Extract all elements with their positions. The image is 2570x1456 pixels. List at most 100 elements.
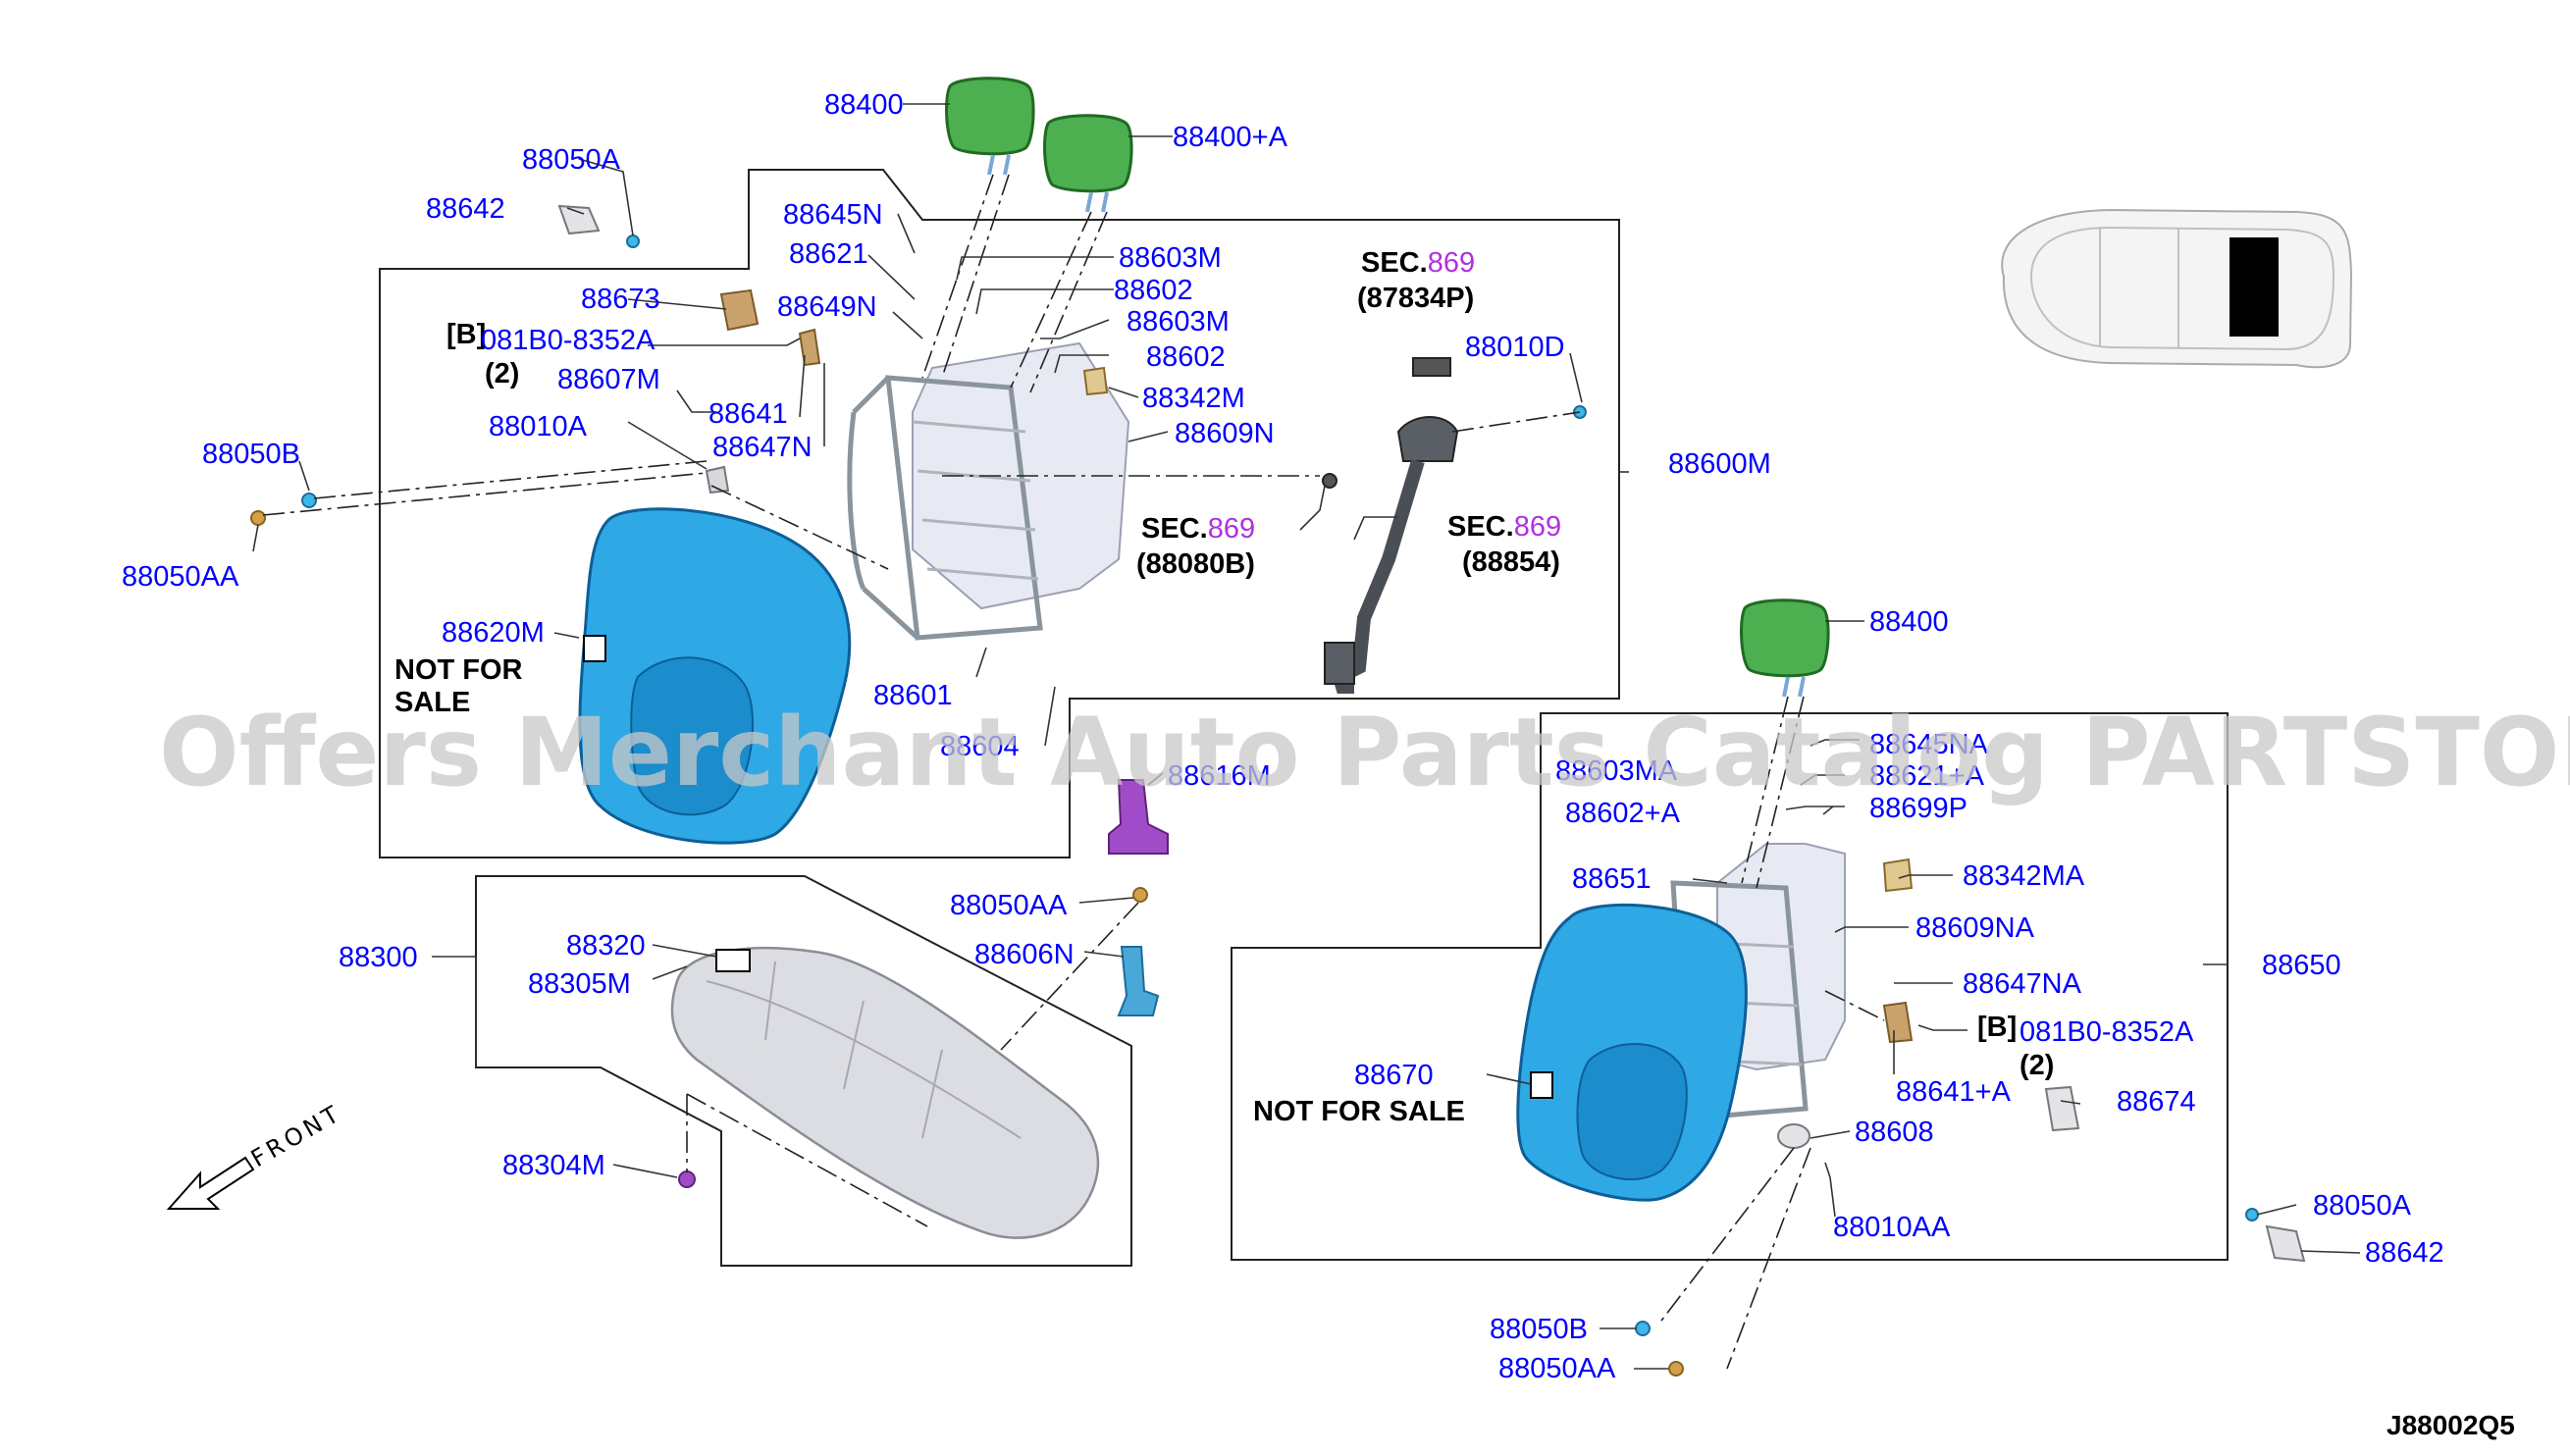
headrest-88400-right bbox=[1740, 598, 1830, 698]
label-88305M[interactable]: 88305M bbox=[528, 968, 631, 1000]
bolt-88050AA-left bbox=[250, 510, 266, 526]
qty-right: (2) bbox=[2019, 1050, 2054, 1081]
label-88300[interactable]: 88300 bbox=[339, 942, 418, 973]
label-88601[interactable]: 88601 bbox=[873, 680, 953, 711]
label-88604[interactable]: 88604 bbox=[940, 731, 1020, 762]
not-for-sale-line1: NOT FOR bbox=[394, 654, 523, 686]
not-for-sale-right: NOT FOR SALE bbox=[1253, 1096, 1465, 1127]
label-88602-1[interactable]: 88602 bbox=[1114, 275, 1193, 306]
bolt-88304M bbox=[678, 1170, 696, 1188]
label-88645NA[interactable]: 88645NA bbox=[1869, 729, 1989, 760]
sec-88854-prefix: SEC.869 bbox=[1447, 511, 1561, 543]
label-88010A[interactable]: 88010A bbox=[489, 411, 588, 442]
bolt-88050A-top bbox=[626, 234, 640, 248]
label-88320[interactable]: 88320 bbox=[566, 930, 646, 962]
anchor-88080B bbox=[1322, 473, 1337, 489]
label-88010D[interactable]: 88010D bbox=[1465, 332, 1565, 363]
sec-87834P-code[interactable]: (87834P) bbox=[1357, 283, 1474, 314]
seatback-cushion-88670 bbox=[1516, 903, 1748, 1202]
bolt-88050B-left bbox=[301, 493, 317, 508]
label-88050AA-left[interactable]: 88050AA bbox=[122, 561, 239, 593]
label-88050A-top[interactable]: 88050A bbox=[522, 144, 621, 176]
front-label: FRONT bbox=[246, 1099, 346, 1172]
assembly-lines bbox=[262, 174, 1885, 1370]
leader-lines bbox=[252, 103, 2361, 1370]
label-88641A[interactable]: 88641+A bbox=[1896, 1076, 2012, 1108]
label-88010AA[interactable]: 88010AA bbox=[1833, 1212, 1951, 1243]
label-88602A[interactable]: 88602+A bbox=[1565, 798, 1681, 829]
part-88608 bbox=[1777, 1123, 1810, 1149]
label-88642-top[interactable]: 88642 bbox=[426, 193, 505, 225]
label-88606N[interactable]: 88606N bbox=[974, 939, 1075, 970]
seat-cushion-88300 bbox=[670, 947, 1100, 1239]
label-88603MA[interactable]: 88603MA bbox=[1555, 755, 1678, 787]
label-081B0-right[interactable]: 081B0-8352A bbox=[2019, 1016, 2194, 1048]
bolt-88642-right bbox=[2265, 1224, 2306, 1263]
label-88400-right[interactable]: 88400 bbox=[1869, 606, 1949, 638]
label-88650[interactable]: 88650 bbox=[2262, 950, 2341, 981]
frame-seatback-left bbox=[379, 169, 1620, 858]
bolt-88050A-right bbox=[2245, 1208, 2259, 1222]
label-88050B-left[interactable]: 88050B bbox=[202, 439, 300, 470]
bracket-88641A bbox=[1882, 1001, 1914, 1044]
bracket-88342M bbox=[1082, 366, 1109, 396]
label-88642-right[interactable]: 88642 bbox=[2365, 1237, 2444, 1269]
bracket-88606N bbox=[1117, 946, 1160, 1016]
bolt-88050B-bottom bbox=[1635, 1321, 1651, 1336]
not-for-sale-line2: SALE bbox=[394, 687, 470, 718]
label-88609N[interactable]: 88609N bbox=[1175, 418, 1275, 449]
label-88620M[interactable]: 88620M bbox=[442, 617, 545, 649]
label-88607M[interactable]: 88607M bbox=[557, 364, 660, 395]
label-88670[interactable]: 88670 bbox=[1354, 1060, 1434, 1091]
bolt-88642-top bbox=[557, 204, 601, 235]
label-88602-2[interactable]: 88602 bbox=[1146, 341, 1226, 373]
label-88050AA-bottom[interactable]: 88050AA bbox=[1498, 1353, 1616, 1384]
seatbelt-assembly bbox=[1324, 357, 1459, 694]
car-seat-location-marker bbox=[2229, 237, 2279, 337]
label-88608[interactable]: 88608 bbox=[1855, 1117, 1934, 1148]
label-88647N[interactable]: 88647N bbox=[712, 432, 813, 463]
front-arrow: FRONT bbox=[166, 1099, 346, 1210]
label-081B0-left[interactable]: 081B0-8352A bbox=[481, 325, 656, 356]
label-88674[interactable]: 88674 bbox=[2117, 1086, 2196, 1118]
label-88621A[interactable]: 88621+A bbox=[1869, 760, 1985, 792]
label-88645N[interactable]: 88645N bbox=[783, 199, 883, 231]
label-88641[interactable]: 88641 bbox=[708, 398, 788, 430]
label-88050B-bottom[interactable]: 88050B bbox=[1490, 1314, 1588, 1345]
seatback-cushion-88620M bbox=[578, 507, 852, 845]
label-88699P[interactable]: 88699P bbox=[1869, 793, 1967, 824]
seatback-frame-88601 bbox=[847, 375, 1043, 641]
hinge-88674 bbox=[2044, 1085, 2080, 1132]
sec-87834P-prefix: SEC.869 bbox=[1361, 247, 1475, 279]
headrest-88400A bbox=[1043, 114, 1133, 213]
sec-88080B-prefix: SEC.869 bbox=[1141, 513, 1255, 545]
bracket-88342MA bbox=[1882, 858, 1914, 893]
label-88647NA[interactable]: 88647NA bbox=[1963, 968, 2082, 1000]
label-88649N[interactable]: 88649N bbox=[777, 291, 877, 323]
label-88603M-2[interactable]: 88603M bbox=[1127, 306, 1230, 338]
sec-88080B-code[interactable]: (88080B) bbox=[1136, 548, 1255, 580]
bracket-88641 bbox=[798, 328, 821, 367]
label-88616M[interactable]: 88616M bbox=[1168, 760, 1271, 792]
label-88342M[interactable]: 88342M bbox=[1142, 383, 1245, 414]
watermark: Offers Merchant Auto Parts Catalog PARTS… bbox=[159, 698, 2570, 807]
label-88050A-right[interactable]: 88050A bbox=[2313, 1190, 2412, 1222]
b-tag-left: [B] bbox=[446, 319, 486, 350]
headrest-88400 bbox=[945, 77, 1035, 176]
label-88400[interactable]: 88400 bbox=[824, 89, 904, 121]
label-88342MA[interactable]: 88342MA bbox=[1963, 860, 2085, 892]
label-88673[interactable]: 88673 bbox=[581, 284, 660, 315]
label-88050AA-mid[interactable]: 88050AA bbox=[950, 890, 1068, 921]
label-88600M[interactable]: 88600M bbox=[1668, 448, 1771, 480]
car-location-icon bbox=[2001, 208, 2353, 369]
bolt-88050AA-mid bbox=[1132, 887, 1148, 903]
label-88621[interactable]: 88621 bbox=[789, 238, 868, 270]
label-88651[interactable]: 88651 bbox=[1572, 863, 1652, 895]
sec-88854-code[interactable]: (88854) bbox=[1462, 546, 1560, 578]
label-88400A[interactable]: 88400+A bbox=[1173, 122, 1288, 153]
label-88609NA[interactable]: 88609NA bbox=[1915, 912, 2035, 944]
bracket-88616M bbox=[1108, 779, 1169, 855]
label-88603M-1[interactable]: 88603M bbox=[1119, 242, 1222, 274]
label-88304M[interactable]: 88304M bbox=[502, 1150, 605, 1181]
